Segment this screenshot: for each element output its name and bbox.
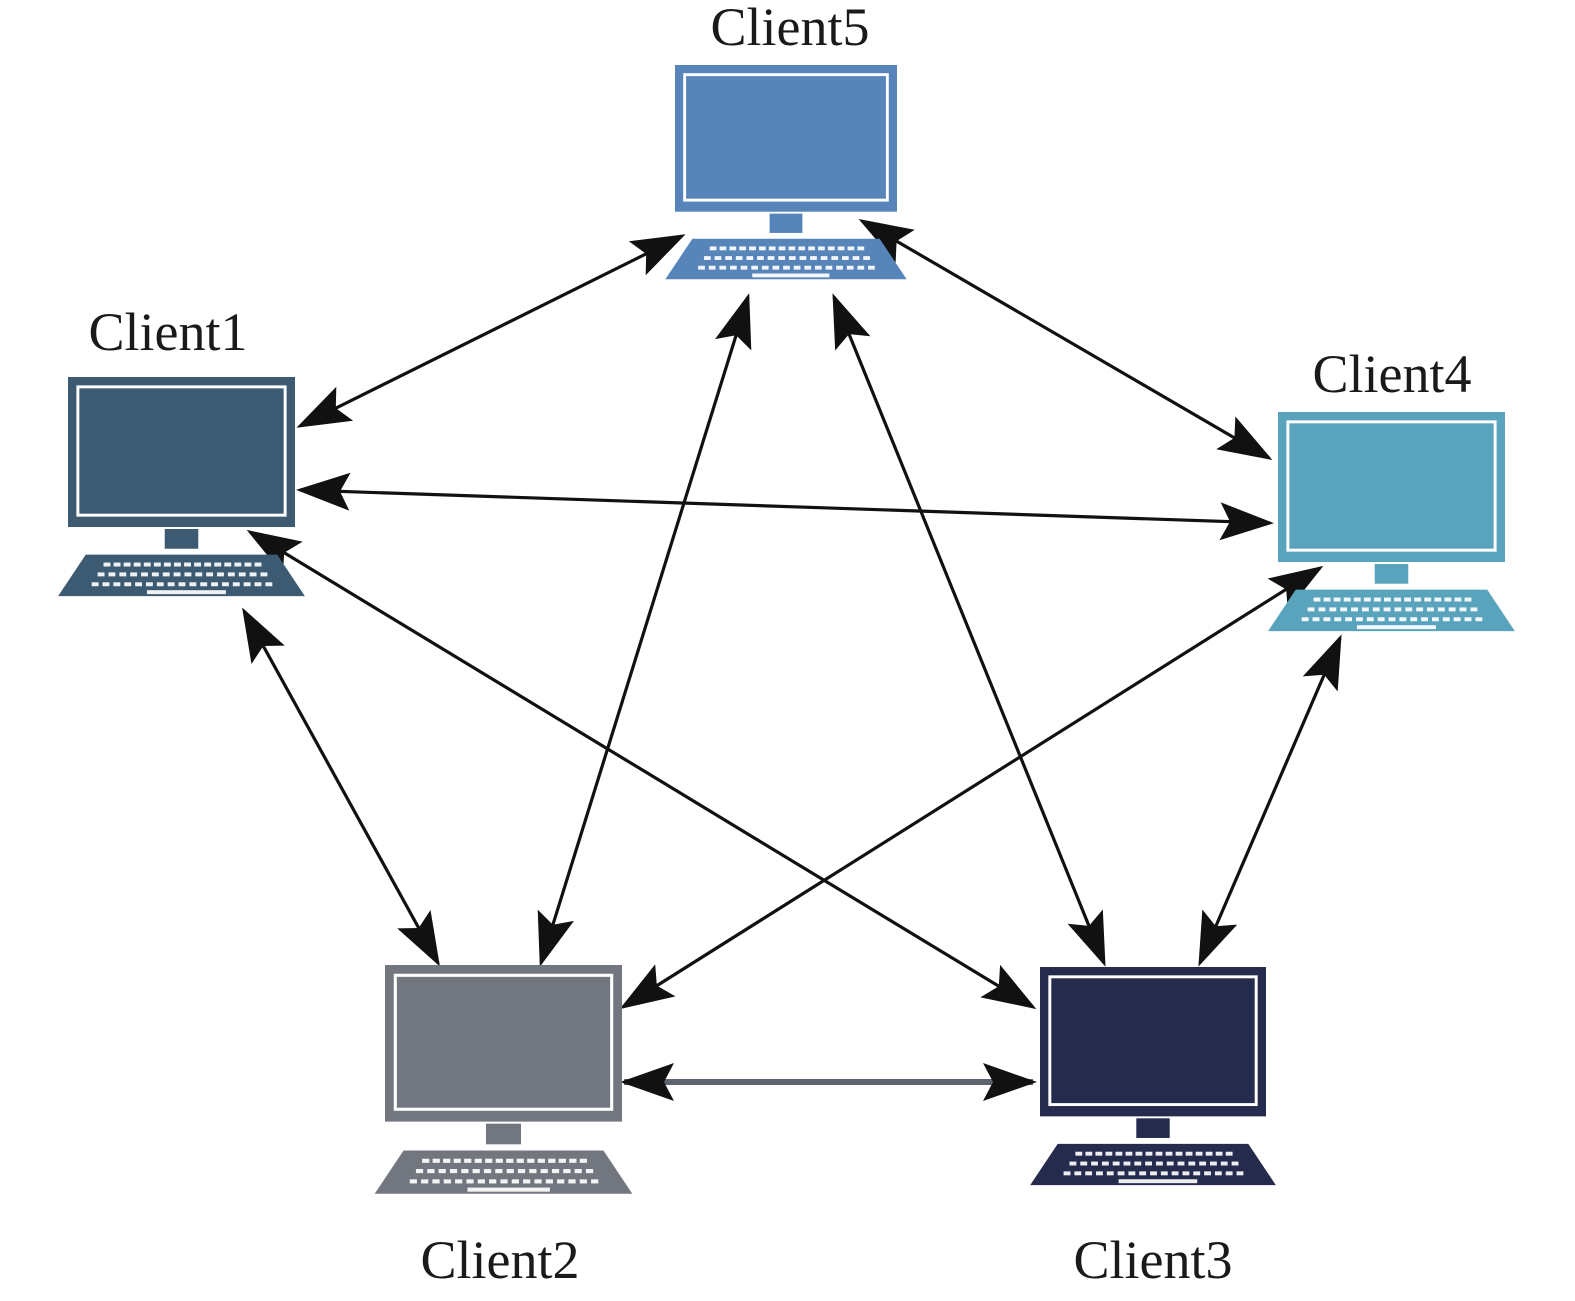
node-client4: Client4 bbox=[1268, 344, 1515, 632]
label-client4: Client4 bbox=[1313, 344, 1472, 404]
connection-arrows bbox=[242, 218, 1342, 1101]
node-client3: Client3 bbox=[1030, 967, 1276, 1290]
desktop-computer-icon bbox=[1030, 967, 1276, 1186]
arrow-client1-client2 bbox=[242, 607, 440, 967]
label-client1: Client1 bbox=[89, 302, 248, 362]
arrow-client5-client2 bbox=[537, 293, 752, 967]
desktop-computer-icon bbox=[1268, 412, 1515, 632]
desktop-computer-icon bbox=[374, 965, 633, 1194]
desktop-computer-icon bbox=[665, 65, 907, 280]
node-client2: Client2 bbox=[374, 965, 633, 1290]
desktop-computer-icon bbox=[58, 377, 305, 597]
arrow-client4-client3 bbox=[1198, 634, 1342, 967]
arrow-client1-client3 bbox=[246, 529, 1037, 1010]
node-client1: Client1 bbox=[58, 302, 305, 597]
arrow-client1-client4 bbox=[296, 472, 1274, 541]
node-client5: Client5 bbox=[665, 0, 907, 280]
arrow-client5-client3 bbox=[832, 293, 1106, 967]
label-client3: Client3 bbox=[1074, 1230, 1233, 1290]
arrow-client5-client1 bbox=[296, 234, 686, 428]
label-client5: Client5 bbox=[711, 0, 870, 57]
arrow-client5-client4 bbox=[858, 218, 1273, 461]
label-client2: Client2 bbox=[421, 1230, 580, 1290]
